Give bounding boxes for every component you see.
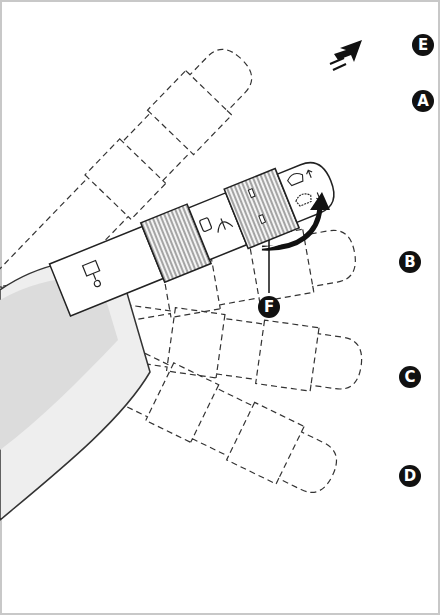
rotate-arrow: [262, 192, 330, 248]
callout-letter: C: [399, 366, 421, 388]
leader-line: [268, 240, 270, 293]
lift-arrow: [330, 40, 362, 70]
callout-letter: F: [258, 296, 280, 318]
callout-letter: D: [399, 465, 421, 487]
callout-letter: E: [412, 34, 434, 56]
ghost-positions: [0, 27, 386, 598]
callout-letter: A: [412, 90, 434, 112]
callout-letter: B: [399, 251, 421, 273]
wiper-stalk: [48, 151, 343, 320]
